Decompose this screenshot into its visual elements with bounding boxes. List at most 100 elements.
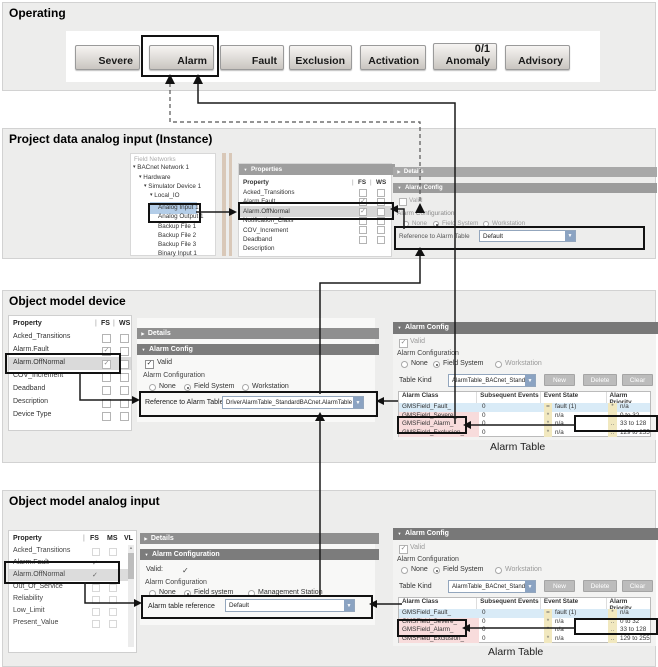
property-row[interactable]: Alarm.Fault xyxy=(13,346,49,353)
reference-to-alarm-table-dropdown[interactable]: Default▼ xyxy=(479,230,576,242)
radio-field-system[interactable] xyxy=(184,384,191,391)
alarm-table-reference-dropdown[interactable]: Default▼ xyxy=(225,599,355,612)
category-button-advisory[interactable]: Advisory xyxy=(505,45,570,70)
alarm-config-header-bar[interactable]: ▼Alarm Config xyxy=(393,528,658,540)
category-button-activation[interactable]: Activation xyxy=(360,45,426,70)
checkbox-ws[interactable] xyxy=(120,334,129,343)
property-row[interactable]: Alarm.OffNormal xyxy=(13,571,65,578)
table-kind-dropdown[interactable]: AlarmTable_BACnet_Standard▼ xyxy=(448,580,536,593)
radio-workstation[interactable] xyxy=(495,361,502,368)
details-header-bar[interactable]: ▶Details xyxy=(393,167,657,177)
alarm-table-row[interactable]: GMSField_Fault_ 0 = fault (1) * n/a xyxy=(399,403,650,412)
checkbox-fs[interactable] xyxy=(359,236,367,244)
dropdown-arrow-icon[interactable]: ▼ xyxy=(525,581,535,592)
radio-field-system[interactable] xyxy=(433,567,440,574)
valid-checkbox-checked[interactable]: ✓ xyxy=(399,339,408,348)
radio-none[interactable] xyxy=(401,361,408,368)
checkbox-fs[interactable] xyxy=(92,596,100,604)
alarm-table-row[interactable]: GMSField_Severe_ 0 * n/a .. 0 to 32 xyxy=(399,617,650,626)
property-row[interactable]: Device Type xyxy=(13,411,52,418)
alarm-table-row[interactable]: GMSField_Fault_ 0 = fault (1) * n/a xyxy=(399,609,650,618)
checkbox-fs[interactable] xyxy=(102,373,111,382)
alarm-config-header-bar[interactable]: ▼Alarm Config xyxy=(393,322,658,334)
property-row[interactable]: Present_Value xyxy=(13,619,59,626)
tree-item-backup-file-2[interactable]: Backup File 2 xyxy=(158,232,197,239)
checkbox-ws[interactable] xyxy=(120,399,129,408)
splitter-bar[interactable] xyxy=(222,153,226,256)
checkbox-ws[interactable] xyxy=(120,373,129,382)
tree-item-bacnet-network[interactable]: ▾ BACnet Network 1 xyxy=(133,164,190,171)
tree-item-backup-file-3[interactable]: Backup File 3 xyxy=(158,241,197,248)
tree-item-simulator-device[interactable]: ▾ Simulator Device 1 xyxy=(144,183,202,190)
checkbox-ws[interactable] xyxy=(120,347,129,356)
tree-item-backup-file-1[interactable]: Backup File 1 xyxy=(158,223,197,230)
checkmark-fs[interactable]: ✓ xyxy=(92,572,98,579)
property-row[interactable]: Deadband xyxy=(243,236,273,243)
valid-checkbox[interactable] xyxy=(399,198,407,206)
checkbox-ws[interactable] xyxy=(377,189,385,197)
checkbox-fs[interactable] xyxy=(102,412,111,421)
category-button-fault[interactable]: Fault xyxy=(220,45,284,70)
clear-button[interactable]: Clear xyxy=(622,374,653,386)
tree-item-field-networks[interactable]: Field Networks xyxy=(134,156,176,163)
property-row[interactable]: Description xyxy=(243,245,275,253)
checkbox-fs[interactable] xyxy=(92,584,100,592)
valid-checkbox-checked[interactable]: ✓ xyxy=(399,545,408,554)
alarm-config-header-bar[interactable]: ▼Alarm Config xyxy=(137,344,379,355)
category-button-exclusion[interactable]: Exclusion xyxy=(289,45,352,70)
checkbox-ms[interactable] xyxy=(109,620,117,628)
checkbox-fs-checked[interactable]: ✓ xyxy=(102,347,111,356)
checkbox-fs[interactable] xyxy=(102,386,111,395)
properties-header-bar[interactable]: ▼Properties xyxy=(239,164,395,175)
property-row[interactable]: Out_Of_Service xyxy=(13,583,63,590)
scrollbar-thumb[interactable] xyxy=(128,553,134,579)
tree-item-hardware[interactable]: ▾ Hardware xyxy=(139,174,171,181)
checkbox-fs[interactable] xyxy=(92,620,100,628)
property-row[interactable]: Acked_Transitions xyxy=(13,547,71,554)
checkbox-ws[interactable] xyxy=(120,360,129,369)
scrollbar[interactable]: ▲ xyxy=(128,545,134,647)
radio-workstation[interactable] xyxy=(495,567,502,574)
checkbox-fs[interactable] xyxy=(359,226,367,234)
checkbox-ws[interactable] xyxy=(377,236,385,244)
dropdown-arrow-icon[interactable]: ▼ xyxy=(565,231,575,241)
checkbox-fs[interactable] xyxy=(92,548,100,556)
radio-none[interactable] xyxy=(149,384,156,391)
alarm-config-header-bar[interactable]: ▼Alarm Config xyxy=(393,183,657,193)
delete-button[interactable]: Delete xyxy=(583,374,617,386)
radio-none[interactable] xyxy=(401,567,408,574)
checkbox-ms[interactable] xyxy=(109,584,117,592)
property-row[interactable]: Description xyxy=(13,398,49,405)
checkbox-ms[interactable] xyxy=(109,608,117,616)
checkbox-fs[interactable] xyxy=(102,334,111,343)
category-button-anomaly[interactable]: 0/1 Anomaly xyxy=(433,43,497,70)
table-kind-dropdown[interactable]: AlarmTable_BACnet_Standard▼ xyxy=(448,374,536,387)
alarm-table-row[interactable]: GMSField_Exclusion_ 0 * n/a .. 129 to 25… xyxy=(399,634,650,643)
details-header-bar[interactable]: ▶Details xyxy=(137,328,379,339)
delete-button[interactable]: Delete xyxy=(583,580,617,592)
checkbox-fs[interactable] xyxy=(102,399,111,408)
new-button[interactable]: New xyxy=(544,374,575,386)
category-button-severe[interactable]: Severe xyxy=(75,45,140,70)
checkbox-fs-checked[interactable]: ✓ xyxy=(102,360,111,369)
property-row[interactable]: COV_Increment xyxy=(243,226,289,234)
radio-field-system[interactable] xyxy=(433,361,440,368)
valid-checkbox-checked[interactable]: ✓ xyxy=(145,360,154,369)
category-button-alarm[interactable]: Alarm xyxy=(149,45,214,70)
property-row[interactable]: COV_Increment xyxy=(13,372,64,379)
checkbox-fs[interactable] xyxy=(92,608,100,616)
alarm-configuration-header-bar[interactable]: ▼Alarm Configuration xyxy=(140,549,379,560)
property-row[interactable]: Acked_Transitions xyxy=(243,189,295,196)
property-row[interactable]: Alarm.OffNormal xyxy=(13,359,65,366)
alarm-table-row-gmsfield-alarm[interactable]: GMSField_Alarm_ 0 * n/a .. 33 to 128 xyxy=(399,626,650,635)
checkbox-ms[interactable] xyxy=(109,596,117,604)
checkbox-ms[interactable] xyxy=(109,548,117,556)
checkmark-fs[interactable]: ✓ xyxy=(92,560,98,567)
checkbox-ws[interactable] xyxy=(120,386,129,395)
checkbox-ws[interactable] xyxy=(377,226,385,234)
scroll-up-icon[interactable]: ▲ xyxy=(129,545,133,550)
property-row[interactable]: Reliability xyxy=(13,595,43,602)
splitter-bar[interactable] xyxy=(229,153,232,256)
dropdown-arrow-icon[interactable]: ▼ xyxy=(344,600,354,611)
checkbox-fs[interactable] xyxy=(359,189,367,197)
